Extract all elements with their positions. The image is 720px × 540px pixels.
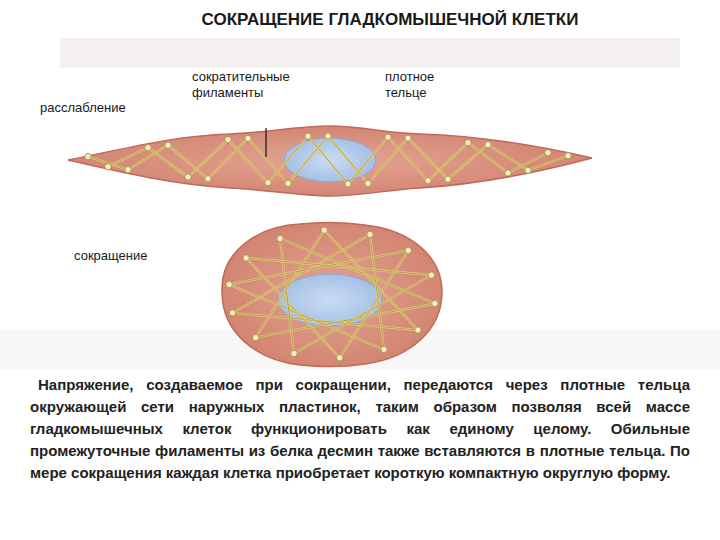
filament: [229, 284, 384, 349]
dense-body: [285, 180, 291, 186]
dense-body: [85, 153, 91, 159]
filament: [280, 239, 435, 304]
dense-body: [225, 136, 231, 142]
dense-body: [325, 133, 331, 139]
dense-body: [105, 164, 111, 170]
dense-body: [245, 135, 251, 141]
dense-body: [432, 300, 438, 306]
contracted-cell: [222, 223, 442, 367]
filament: [340, 250, 409, 357]
dense-body: [265, 179, 271, 185]
filament: [246, 258, 431, 275]
relaxed-cell: [68, 126, 592, 196]
dense-body: [465, 139, 471, 145]
filament: [233, 313, 418, 330]
state-label: сокращение: [72, 247, 206, 265]
dense-body: [525, 167, 531, 173]
filament: [88, 136, 568, 183]
part-label: сократительные филаменты: [190, 68, 344, 102]
diagram-title: СОКРАЩЕНИЕ ГЛАДКОМЫШЕЧНОЙ КЛЕТКИ: [90, 10, 690, 30]
filament: [108, 136, 548, 184]
filament: [88, 136, 568, 183]
dense-body: [229, 310, 235, 316]
dense-body: [445, 176, 451, 182]
contractile-filaments: [226, 227, 438, 361]
dense-body: [367, 231, 373, 237]
filament: [108, 136, 548, 184]
dense-body: [485, 142, 491, 148]
background-smudge: [60, 38, 680, 68]
filament: [233, 234, 370, 312]
filament: [246, 258, 431, 275]
dense-body: [545, 149, 551, 155]
filament: [340, 250, 409, 357]
filament: [256, 230, 325, 337]
part-label: плотное тельце: [383, 68, 477, 102]
dense-body: [381, 346, 387, 352]
dense-body: [505, 170, 511, 176]
filament: [233, 313, 418, 330]
filament: [294, 275, 431, 353]
dense-body: [565, 153, 571, 159]
dense-body: [305, 133, 311, 139]
dense-body: [428, 272, 434, 278]
dense-body: [405, 247, 411, 253]
dense-body: [337, 355, 343, 361]
state-label: расслабление: [38, 99, 182, 117]
dense-body: [345, 181, 351, 187]
dense-body: [253, 334, 259, 340]
dense-body: [185, 174, 191, 180]
filament: [233, 234, 370, 312]
leader-line: [265, 128, 266, 157]
dense-body: [165, 142, 171, 148]
dense-body: [321, 227, 327, 233]
dense-body: [226, 281, 232, 287]
dense-body: [145, 144, 151, 150]
dense-body: [365, 180, 371, 186]
dense-body: [385, 134, 391, 140]
filament: [294, 275, 431, 353]
dense-body: [425, 177, 431, 183]
dense-body: [277, 235, 283, 241]
filament: [256, 230, 325, 337]
filament: [280, 239, 435, 304]
filament: [229, 284, 384, 349]
dense-body: [405, 135, 411, 141]
dense-body: [243, 255, 249, 261]
dense-body: [205, 176, 211, 182]
caption-text: Напряжение, создаваемое при сокращении, …: [30, 374, 690, 484]
contractile-filaments: [85, 133, 571, 187]
dense-body: [125, 167, 131, 173]
dense-body: [291, 350, 297, 356]
dense-body: [415, 327, 421, 333]
